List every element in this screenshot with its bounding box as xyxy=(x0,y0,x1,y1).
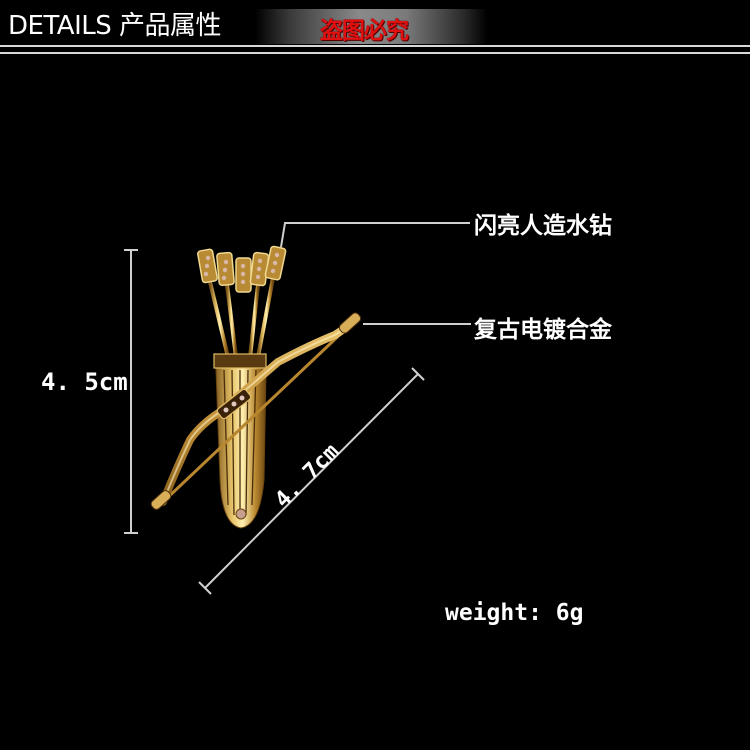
width-dimension-line xyxy=(198,367,425,595)
callout-label-alloy: 复古电镀合金 xyxy=(474,317,612,343)
header-divider-top xyxy=(0,45,750,47)
weight-label: weight: 6g xyxy=(445,600,584,626)
header-title: DETAILS 产品属性 xyxy=(8,11,222,41)
height-dimension-label: 4. 5cm xyxy=(41,368,128,396)
callout-line-rhinestone xyxy=(280,222,470,248)
watermark-background xyxy=(255,9,487,44)
header-divider-bottom xyxy=(0,52,750,54)
arrows xyxy=(197,245,287,359)
height-dimension-line xyxy=(124,249,138,534)
bow-grip-rhinestones xyxy=(216,388,252,420)
bow-tips xyxy=(150,312,362,510)
watermark-text: 盗图必究 xyxy=(320,18,409,44)
bow xyxy=(159,321,354,506)
header-bar: DETAILS 产品属性 盗图必究 xyxy=(0,0,750,44)
callout-label-rhinestone: 闪亮人造水钻 xyxy=(474,213,612,239)
